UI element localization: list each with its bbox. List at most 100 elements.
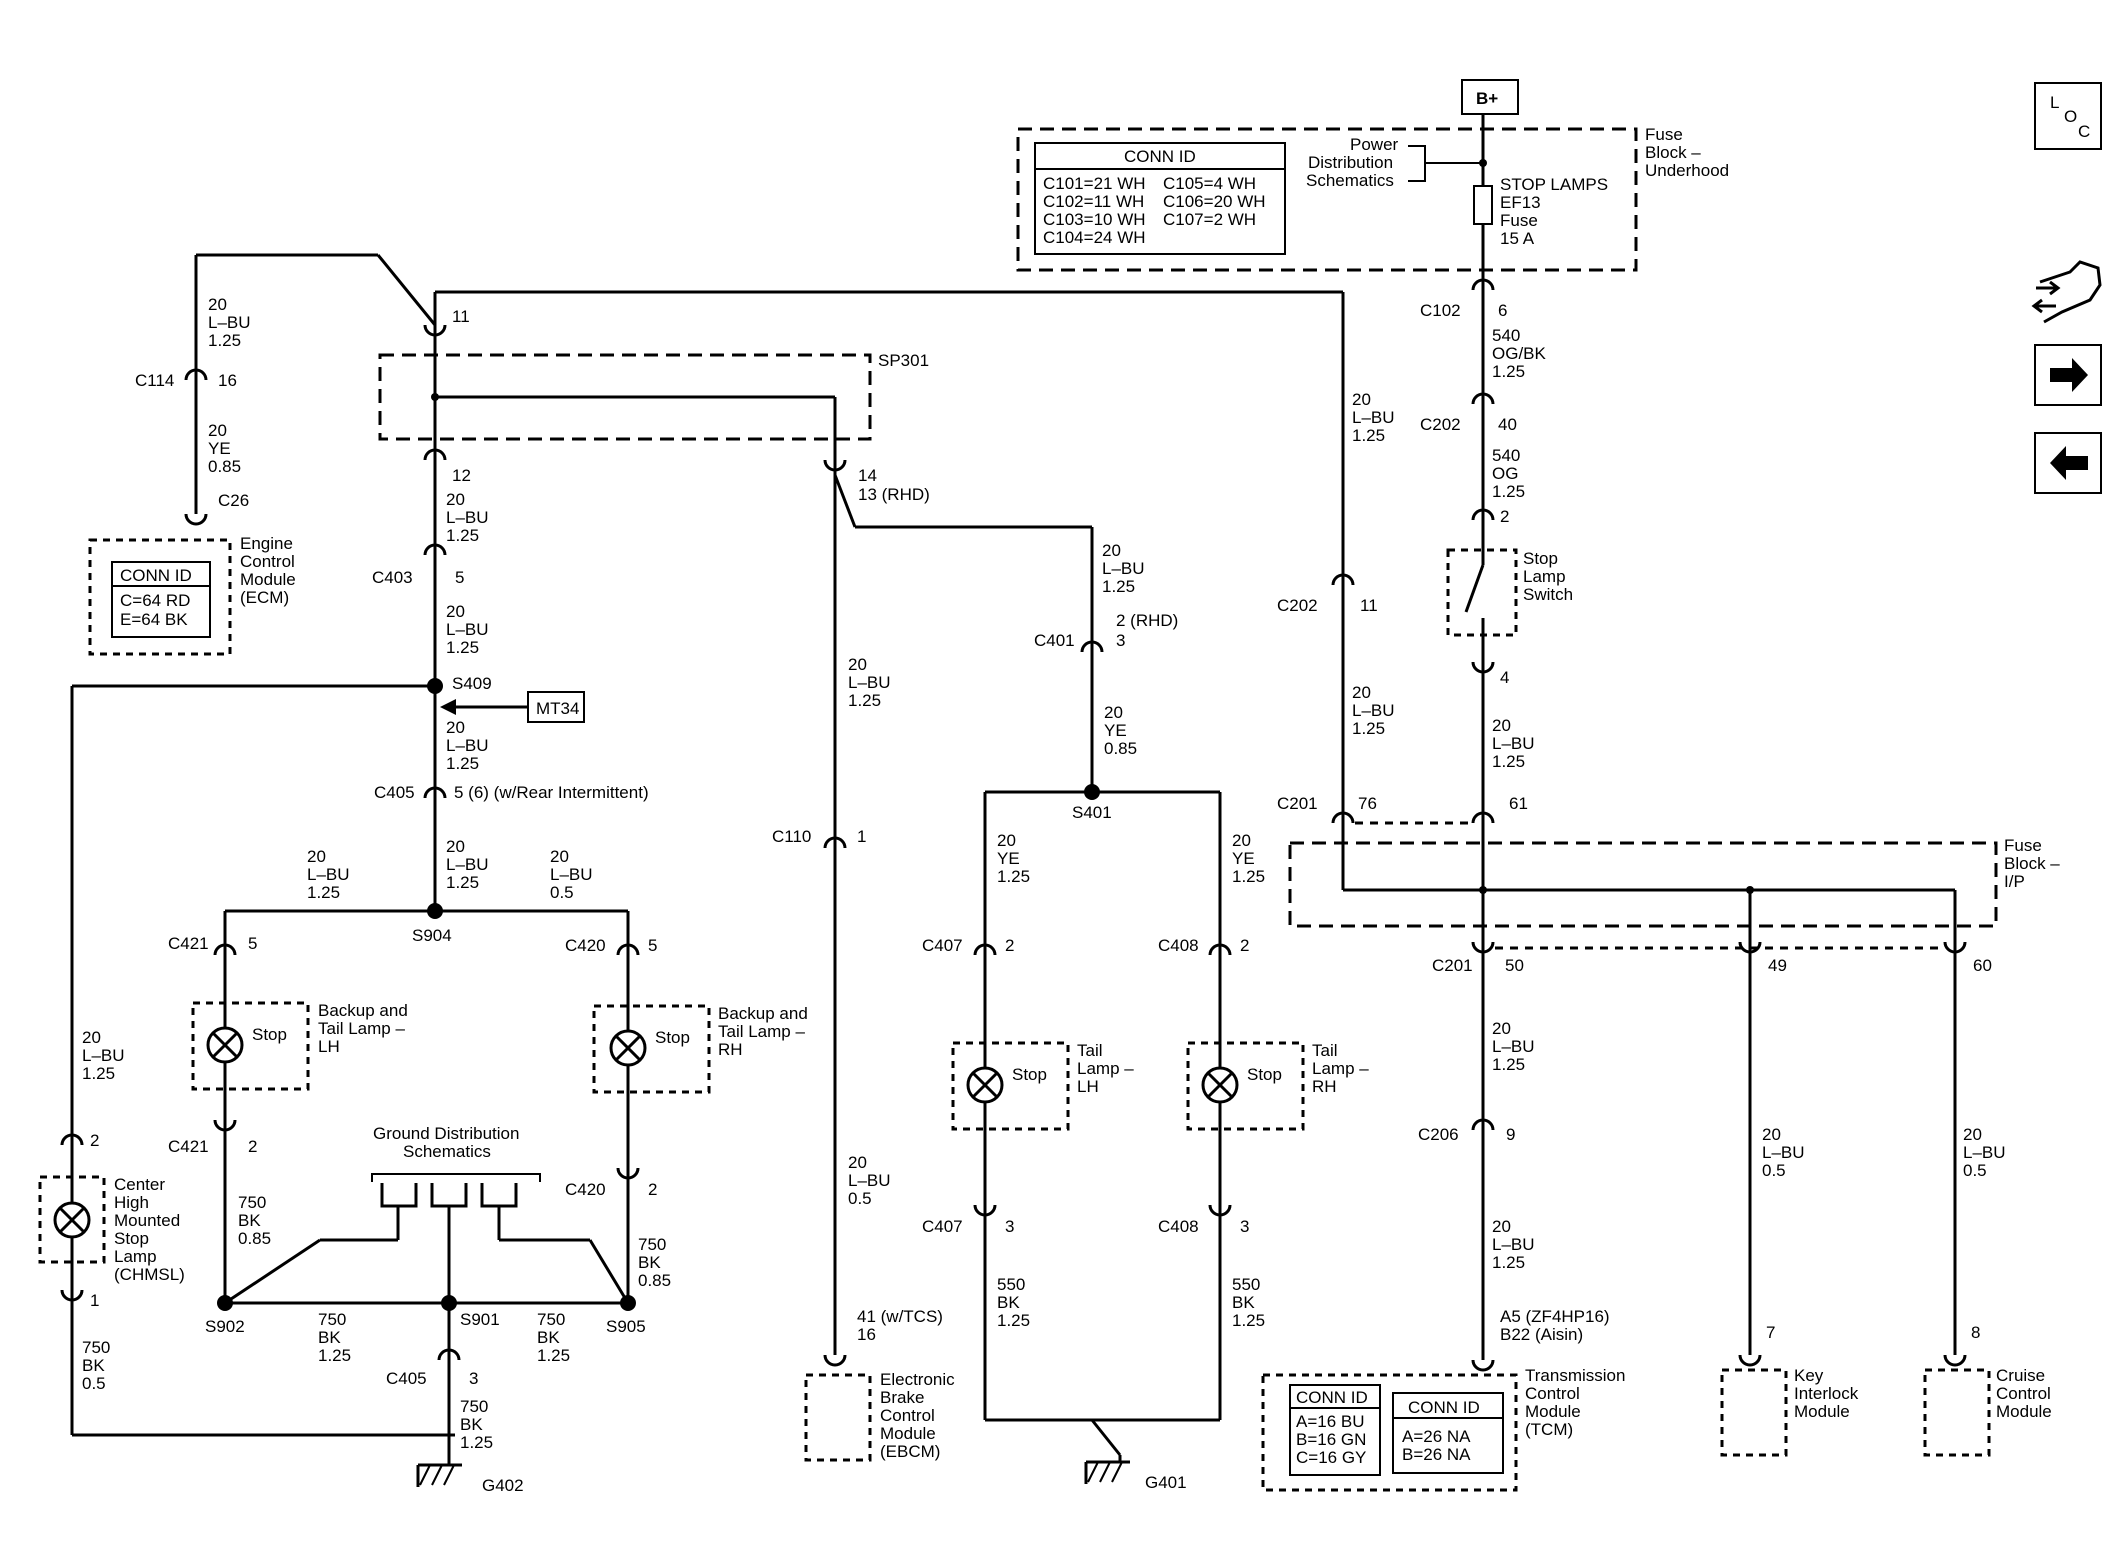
wire-20-lbu-main2-label: 20 L–BU 1.25 — [446, 602, 489, 657]
svg-text:Stop: Stop — [1523, 549, 1558, 568]
loc-icon[interactable]: L O C — [2034, 82, 2102, 150]
svg-text:1.25: 1.25 — [1492, 482, 1525, 501]
wire-20-lbu-tail-label: 20 L–BU 1.25 — [1102, 541, 1145, 596]
svg-text:20: 20 — [446, 837, 465, 856]
svg-text:Backup and: Backup and — [718, 1004, 808, 1023]
tail-lamp-rh-boundary — [1186, 1041, 1305, 1131]
forward-arrow-icon[interactable] — [2034, 344, 2102, 406]
svg-text:Schematics: Schematics — [403, 1142, 491, 1161]
svg-text:B22 (Aisin): B22 (Aisin) — [1500, 1325, 1583, 1344]
backup-lamp-rh-stop: Stop — [655, 1028, 690, 1047]
g402-ground-icon — [416, 1463, 464, 1489]
svg-text:L–BU: L–BU — [1963, 1143, 2006, 1162]
fuse-block-ip-boundary — [1288, 841, 1998, 928]
svg-text:1.25: 1.25 — [446, 638, 479, 657]
svg-text:BK: BK — [997, 1293, 1020, 1312]
svg-text:L–BU: L–BU — [446, 736, 489, 755]
svg-text:CONN ID: CONN ID — [1124, 147, 1196, 166]
c405a-pin: 5 (6) (w/Rear Intermittent) — [454, 783, 649, 802]
svg-text:BK: BK — [537, 1328, 560, 1347]
c114-label: C114 — [135, 371, 174, 390]
c408b-label: C408 — [1158, 1217, 1199, 1236]
wire-20-lbu-chmsl-label: 20 L–BU 1.25 — [82, 1028, 125, 1083]
back-arrow-icon[interactable] — [2034, 432, 2102, 494]
svg-text:RH: RH — [1312, 1077, 1337, 1096]
svg-text:0.5: 0.5 — [1963, 1161, 1987, 1180]
svg-text:0.85: 0.85 — [208, 457, 241, 476]
svg-text:C103=10 WH: C103=10 WH — [1043, 210, 1146, 229]
g401-ground-icon — [1084, 1460, 1132, 1486]
loc-letter-c: C — [2078, 122, 2090, 141]
chmsl-pin-1: 1 — [90, 1291, 99, 1310]
svg-text:1.25: 1.25 — [446, 873, 479, 892]
wire-550-bk-rh-label: 550 BK 1.25 — [1232, 1275, 1265, 1330]
c420b-pin: 2 — [648, 1180, 657, 1199]
svg-text:BK: BK — [460, 1415, 483, 1434]
svg-text:1.25: 1.25 — [208, 331, 241, 350]
svg-text:A=26 NA: A=26 NA — [1402, 1427, 1471, 1446]
mt34-reference[interactable]: MT34 — [440, 691, 585, 723]
c421a-label: C421 — [168, 934, 209, 953]
tail-lamp-lh-label: Tail Lamp – LH — [1077, 1041, 1134, 1096]
svg-text:Key: Key — [1794, 1366, 1824, 1385]
svg-text:L–BU: L–BU — [307, 865, 350, 884]
svg-text:Block –: Block – — [1645, 143, 1701, 162]
c201a-pin-76: 76 — [1358, 794, 1377, 813]
svg-text:Module: Module — [1794, 1402, 1850, 1421]
svg-text:Tail Lamp –: Tail Lamp – — [718, 1022, 805, 1041]
svg-text:YE: YE — [1232, 849, 1255, 868]
svg-text:Distribution: Distribution — [1308, 153, 1393, 172]
wire-20-lbu-key-label: 20 L–BU 0.5 — [1762, 1125, 1805, 1180]
svg-text:20: 20 — [446, 490, 465, 509]
c408a-label: C408 — [1158, 936, 1199, 955]
svg-text:20: 20 — [307, 847, 326, 866]
s409-label: S409 — [452, 674, 492, 693]
svg-text:L–BU: L–BU — [82, 1046, 125, 1065]
svg-text:Power: Power — [1350, 135, 1399, 154]
c420b-label: C420 — [565, 1180, 606, 1199]
wire-750-bk-s902-label: 750 BK 1.25 — [318, 1310, 351, 1365]
loc-letter-o: O — [2064, 107, 2077, 126]
svg-text:750: 750 — [318, 1310, 346, 1329]
svg-text:Fuse: Fuse — [2004, 836, 2042, 855]
svg-text:L–BU: L–BU — [208, 313, 251, 332]
stop-switch-pin-4: 4 — [1500, 668, 1509, 687]
c206-pin: 9 — [1506, 1125, 1515, 1144]
svg-text:1.25: 1.25 — [318, 1346, 351, 1365]
svg-text:Transmission: Transmission — [1525, 1366, 1625, 1385]
svg-text:L–BU: L–BU — [1352, 408, 1395, 427]
c421b-label: C421 — [168, 1137, 209, 1156]
fuse-block-underhood-boundary — [1016, 127, 1638, 272]
tail-lamp-rh-bulb-icon — [1201, 1066, 1239, 1104]
svg-text:B=26 NA: B=26 NA — [1402, 1445, 1471, 1464]
wire-20-ye-rh-label: 20 YE 1.25 — [1232, 831, 1265, 886]
svg-text:Underhood: Underhood — [1645, 161, 1729, 180]
tail-lamp-lh-stop: Stop — [1012, 1065, 1047, 1084]
underhood-conn-id-table: CONN ID C101=21 WH C102=11 WH C103=10 WH… — [1034, 142, 1286, 255]
svg-text:L–BU: L–BU — [1762, 1143, 1805, 1162]
tail-lamp-lh-boundary — [951, 1041, 1070, 1131]
svg-text:BK: BK — [1232, 1293, 1255, 1312]
svg-text:540: 540 — [1492, 446, 1520, 465]
backup-lamp-lh-label: Backup and Tail Lamp – LH — [318, 1001, 408, 1056]
c202a-label: C202 — [1420, 415, 1461, 434]
wire-20-lbu-rhbranch-label: 20 L–BU 0.5 — [550, 847, 593, 902]
component-view-icon[interactable] — [2031, 260, 2102, 324]
svg-text:(CHMSL): (CHMSL) — [114, 1265, 185, 1284]
svg-text:1.25: 1.25 — [460, 1433, 493, 1452]
svg-text:750: 750 — [638, 1235, 666, 1254]
svg-text:Lamp –: Lamp – — [1077, 1059, 1134, 1078]
c420a-label: C420 — [565, 936, 606, 955]
tcm-conn-id-2: CONN ID A=26 NA B=26 NA — [1392, 1392, 1504, 1474]
wire-20-lbu-main1-label: 20 L–BU 1.25 — [446, 490, 489, 545]
svg-text:20: 20 — [550, 847, 569, 866]
wire-750-bk-g402-label: 750 BK 1.25 — [460, 1397, 493, 1452]
svg-text:Mounted: Mounted — [114, 1211, 180, 1230]
stop-lamps-fuse-label: STOP LAMPS EF13 Fuse 15 A — [1500, 175, 1608, 248]
svg-text:L–BU: L–BU — [848, 1171, 891, 1190]
svg-text:750: 750 — [460, 1397, 488, 1416]
g402-label: G402 — [482, 1476, 524, 1495]
svg-text:20: 20 — [446, 718, 465, 737]
svg-text:1.25: 1.25 — [1492, 752, 1525, 771]
svg-text:C104=24 WH: C104=24 WH — [1043, 228, 1146, 247]
